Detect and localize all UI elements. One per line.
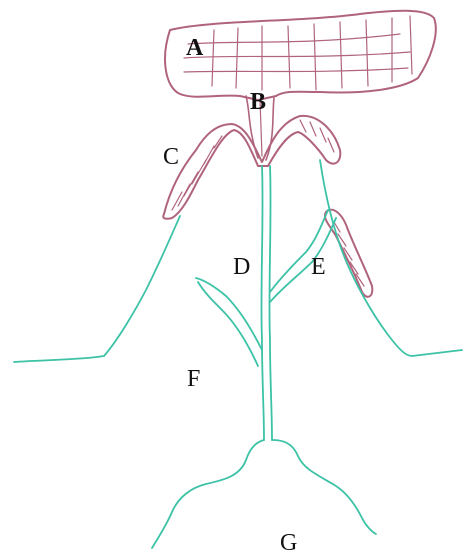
label-a: A — [186, 35, 204, 61]
ground-left-slope — [14, 216, 180, 362]
structure-e-outline — [325, 210, 372, 297]
structure-e — [325, 210, 372, 297]
stem-left-edge — [261, 166, 264, 440]
structure-a-hatching — [184, 16, 412, 90]
structure-a — [165, 11, 436, 100]
left-branch-lower-edge — [198, 282, 258, 366]
left-branch — [196, 278, 262, 366]
label-e: E — [311, 254, 326, 280]
structure-d-stem — [261, 166, 272, 440]
structure-g-roots — [152, 440, 376, 548]
label-f: F — [187, 366, 200, 392]
root-right — [272, 440, 376, 534]
right-branch — [270, 210, 336, 302]
label-b: B — [250, 89, 266, 115]
ground-right-slope — [320, 160, 462, 356]
stem-right-edge — [269, 166, 272, 440]
label-c: C — [163, 144, 179, 170]
right-branch-lower-edge — [270, 218, 336, 302]
label-d: D — [233, 254, 250, 280]
root-left — [152, 440, 264, 548]
structure-a-outline — [165, 11, 436, 100]
structure-c-hatching — [172, 120, 334, 210]
label-g: G — [280, 530, 297, 554]
left-branch-upper-edge — [196, 278, 262, 350]
